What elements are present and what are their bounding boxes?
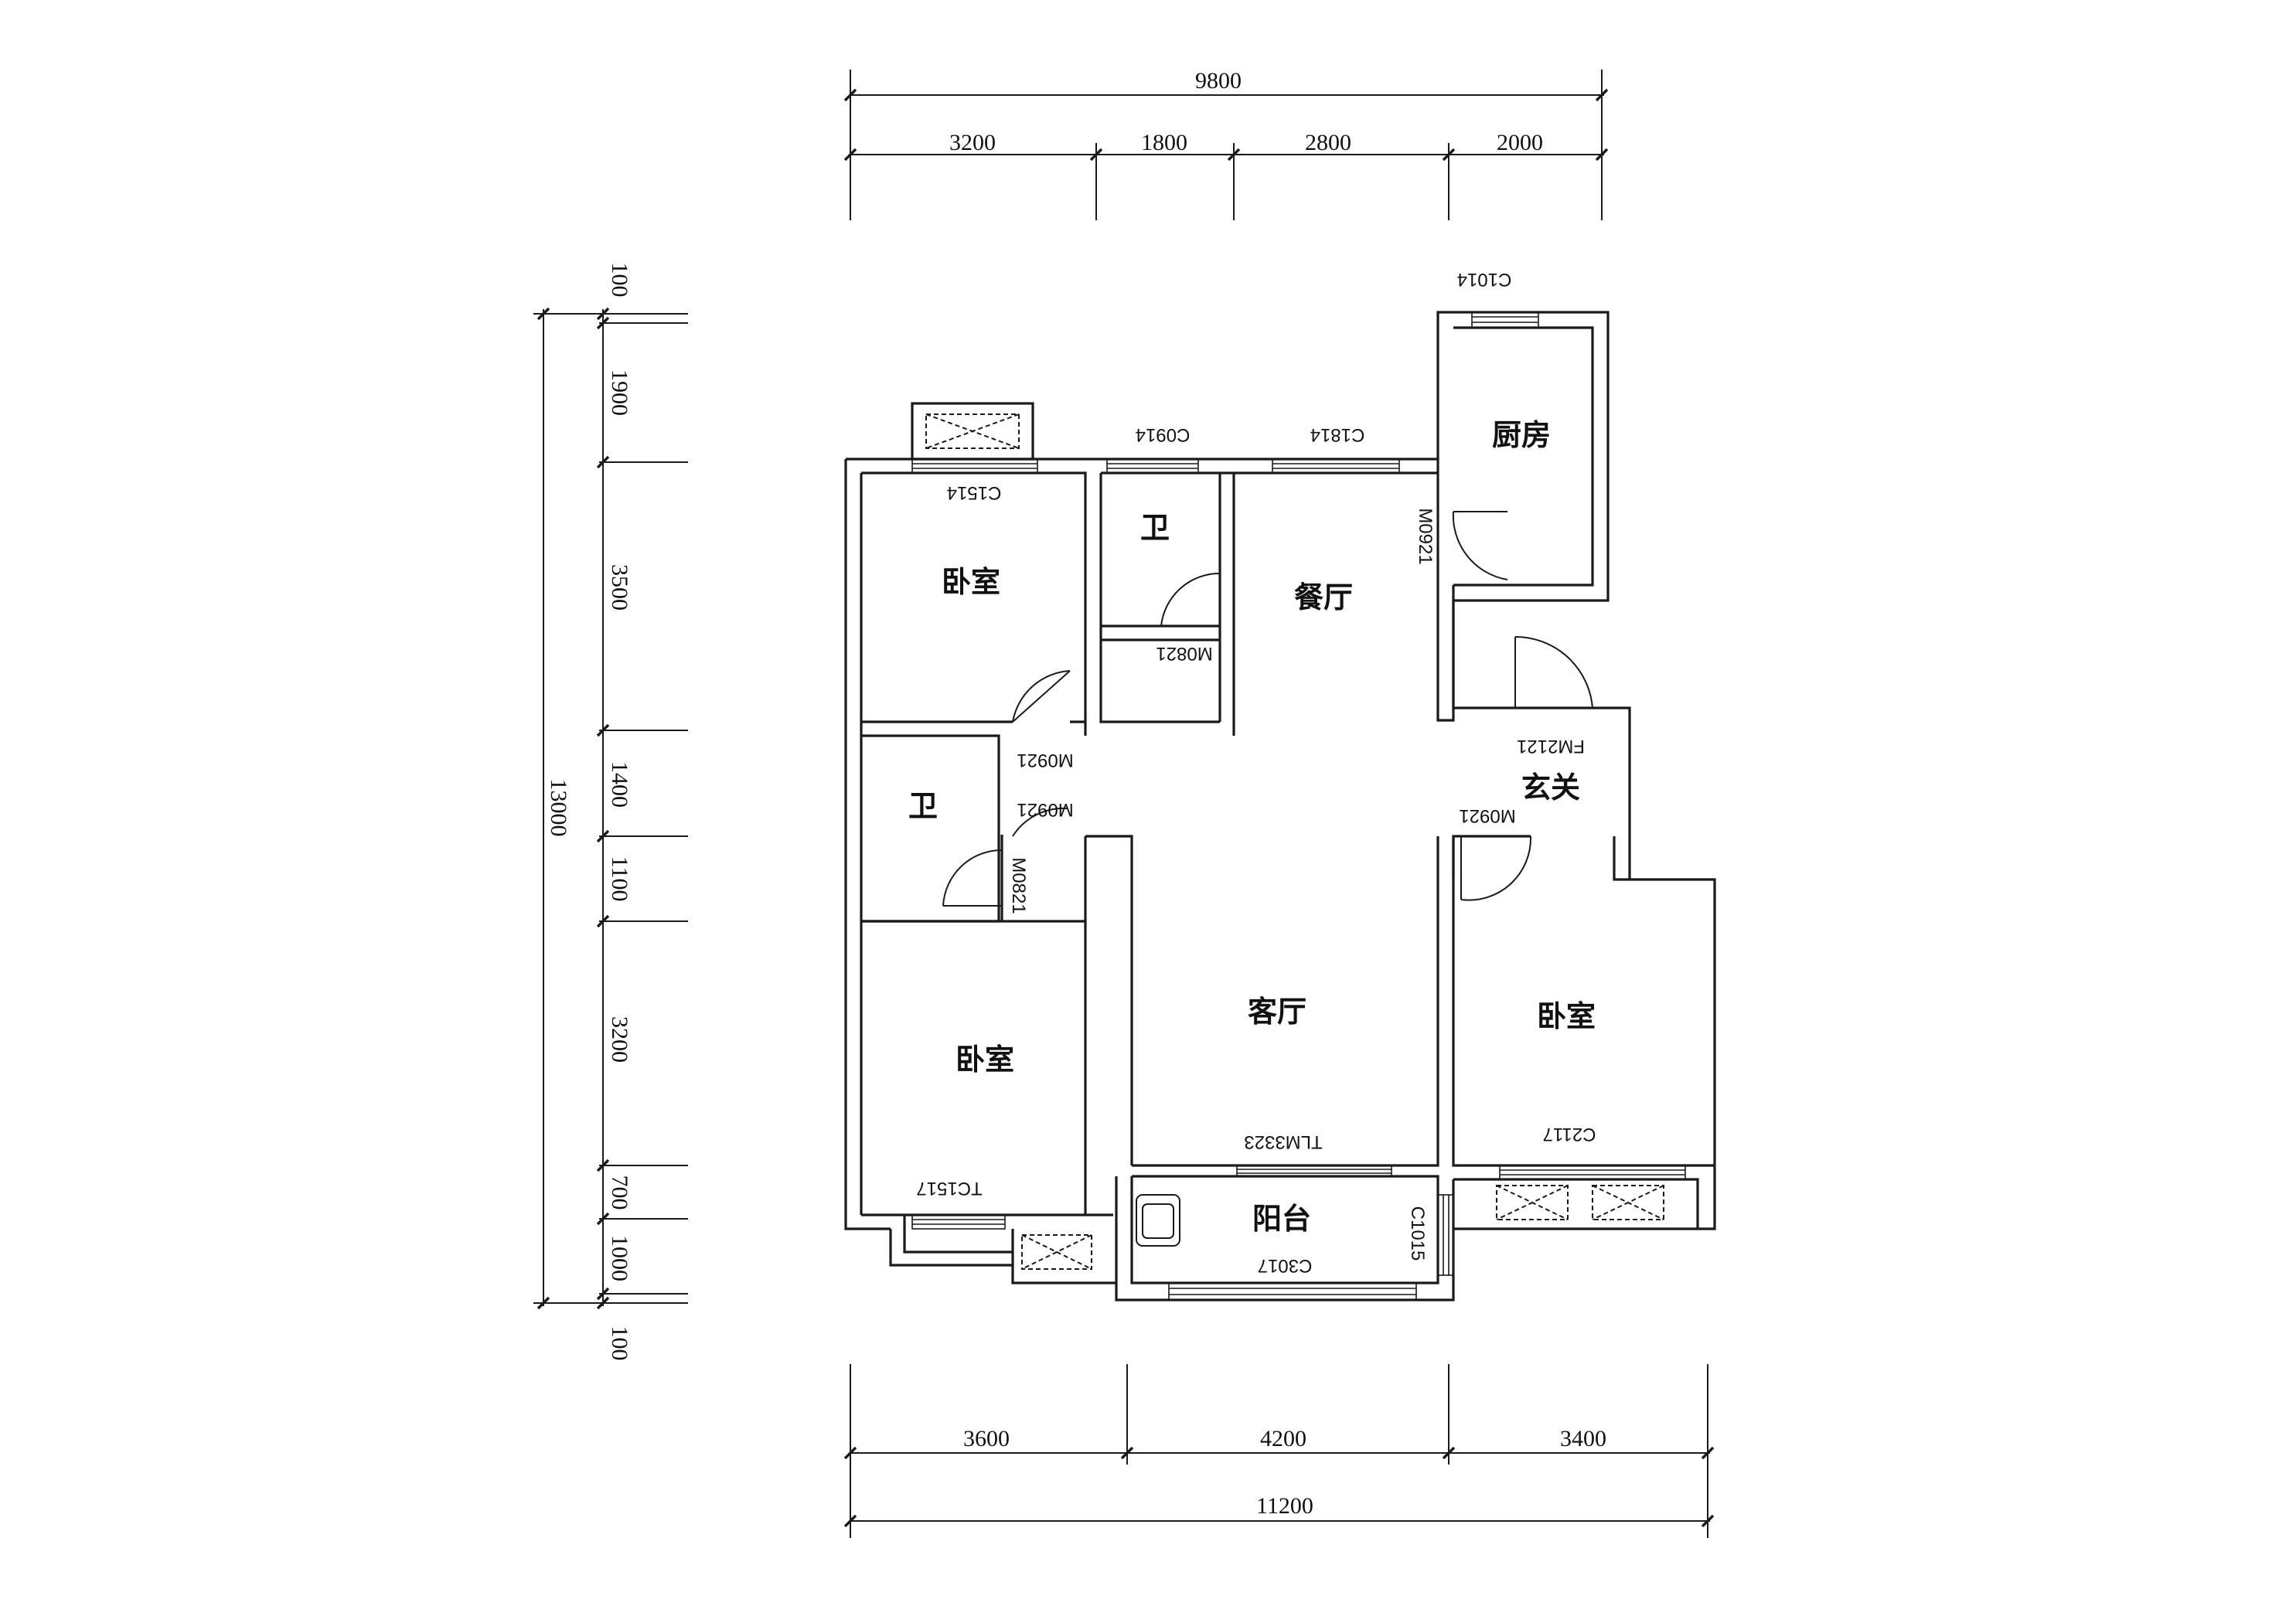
dim-left-seg-7: 700 (607, 1176, 632, 1210)
code-c1015: C1015 (1407, 1206, 1428, 1261)
code-m0921-kitchen: M0921 (1415, 508, 1436, 564)
dim-top-seg-1: 3200 (949, 130, 996, 155)
dim-left-seg-5: 1100 (607, 856, 632, 902)
dim-left-seg-6: 3200 (607, 1016, 632, 1063)
code-c3017: C3017 (1258, 1255, 1313, 1276)
room-kitchen: 厨房 (1492, 418, 1551, 452)
code-m0821-bath2: M0821 (1008, 857, 1029, 914)
code-m0821-bath: M0821 (1156, 643, 1212, 664)
room-balcony: 阳台 (1252, 1202, 1311, 1236)
bottom-dimension-lines (843, 1364, 1715, 1538)
room-bedroom-right: 卧室 (1537, 999, 1596, 1033)
code-c0914: C0914 (1136, 424, 1191, 445)
windows (911, 311, 1686, 1301)
code-m0921-bath2: M0921 (1017, 799, 1073, 820)
ac-units (911, 402, 1664, 1270)
dim-top-total: 9800 (1195, 68, 1242, 94)
code-tc1517: TC1517 (916, 1178, 982, 1199)
room-bath-left: 卫 (908, 789, 938, 823)
top-dimension-lines (843, 70, 1609, 220)
code-c2117: C2117 (1543, 1124, 1596, 1145)
room-foyer: 玄关 (1521, 771, 1580, 805)
room-bath-top: 卫 (1140, 511, 1170, 545)
left-dimension-lines (533, 307, 688, 1310)
dim-bottom-seg-3: 3400 (1560, 1426, 1606, 1451)
code-tlm3323: TLM3323 (1244, 1131, 1322, 1152)
dim-bottom-seg-2: 4200 (1260, 1426, 1306, 1451)
code-m0921-bed3: M0921 (1459, 805, 1515, 826)
room-dining: 餐厅 (1294, 580, 1353, 614)
room-bedroom-bottom-left: 卧室 (956, 1043, 1014, 1077)
dim-left-seg-9: 100 (607, 1326, 632, 1361)
dim-left-seg-4: 1400 (607, 761, 632, 808)
dim-left-total: 13000 (546, 779, 571, 837)
code-c1014: C1014 (1457, 269, 1512, 290)
dim-top-seg-2: 1800 (1141, 130, 1187, 155)
dim-left-seg-1: 100 (607, 263, 632, 298)
dim-left-seg-8: 1000 (607, 1235, 632, 1281)
dim-top-seg-4: 2000 (1497, 130, 1543, 155)
code-c1814: C1814 (1310, 424, 1365, 445)
opening-codes: C1014 C0914 C1814 C1514 M0921 M0821 FM21… (916, 269, 1596, 1276)
dim-left-seg-3: 3500 (607, 564, 632, 611)
dim-left-seg-2: 1900 (607, 369, 632, 416)
code-c1514: C1514 (947, 482, 1002, 503)
dim-bottom-seg-1: 3600 (963, 1426, 1010, 1451)
dim-top-seg-3: 2800 (1305, 130, 1351, 155)
code-m0921-bed1: M0921 (1017, 750, 1073, 771)
dim-bottom-total: 11200 (1256, 1493, 1313, 1519)
doors (942, 511, 1593, 907)
code-fm2121: FM2121 (1517, 736, 1585, 757)
room-bedroom-top-left: 卧室 (942, 565, 1000, 599)
room-living: 客厅 (1248, 995, 1306, 1029)
balcony-sink-fixture (1136, 1194, 1180, 1247)
